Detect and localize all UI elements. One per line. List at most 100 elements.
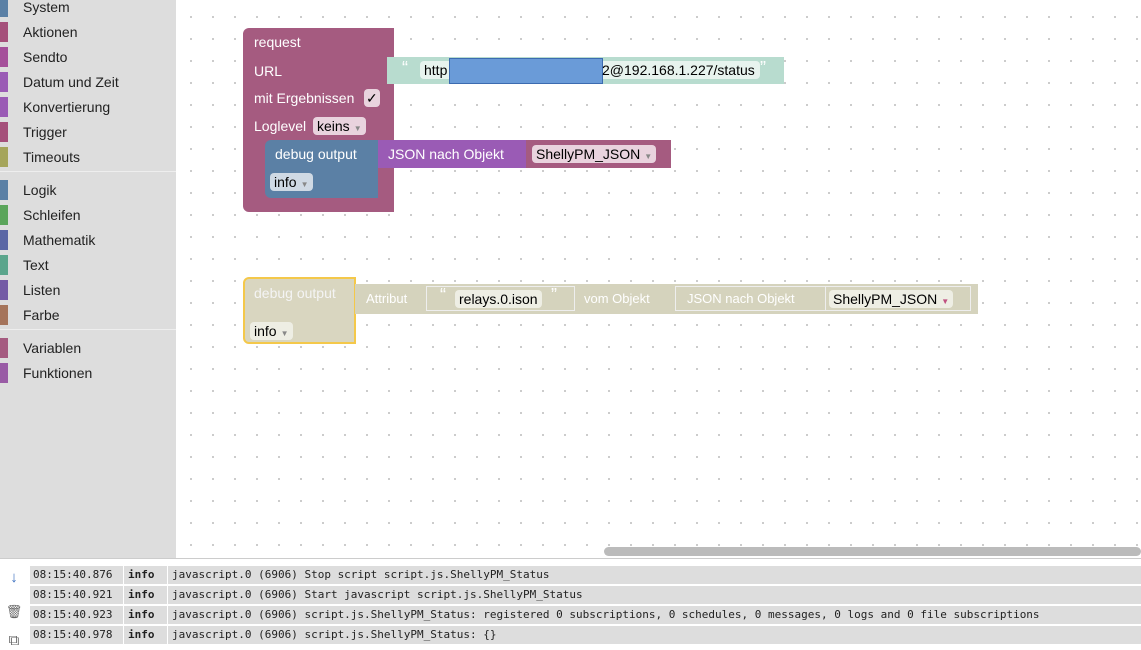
log-severity: info [128,568,155,581]
sidebar-category-text[interactable]: Text [0,253,176,277]
category-label: Farbe [23,307,60,323]
category-color-bar [0,305,8,325]
log-time: 08:15:40.921 [33,588,113,601]
quote-open-icon: “ [402,58,408,78]
attribute-text-block[interactable] [426,286,575,311]
url-text-block[interactable]: “ http 2@192.168.1.227/status ” [387,57,784,84]
with-results-checkbox[interactable]: ✓ [364,89,380,107]
category-label: Funktionen [23,365,93,381]
loglevel-value: keins [317,118,350,134]
loglevel-dropdown[interactable]: keins▼ [313,117,366,135]
sidebar-category-trigger[interactable]: Trigger [0,120,176,144]
category-label: Konvertierung [23,99,111,115]
debug-output-block[interactable]: debug output info▼ [265,140,378,198]
json-to-object-block[interactable] [675,286,971,311]
category-color-bar [0,363,8,383]
with-results-label: mit Ergebnissen [254,90,355,106]
dropdown-arrow-icon: ▼ [941,297,950,306]
variable-name: ShellyPM_JSON [536,146,641,162]
sidebar-category-mathematik[interactable]: Mathematik [0,228,176,252]
log-message: javascript.0 (6906) Stop script script.j… [172,568,550,581]
debug-level-dropdown[interactable]: info▼ [270,173,313,191]
sidebar-category-schleifen[interactable]: Schleifen [0,203,176,227]
request-title: request [254,34,301,50]
request-block[interactable]: request URL mit Ergebnissen ✓ Loglevel k… [243,28,394,212]
sidebar-category-variablen[interactable]: Variablen [0,336,176,360]
category-color-bar [0,47,8,67]
variable-dropdown[interactable]: ShellyPM_JSON▼ [829,290,954,308]
sidebar-category-konvertierung[interactable]: Konvertierung [0,95,176,119]
variable-block[interactable] [825,286,971,311]
category-label: System [23,0,70,15]
object-label: vom Objekt [584,291,650,306]
loglevel-label: Loglevel [254,118,307,134]
log-message: javascript.0 (6906) script.js.ShellyPM_S… [172,628,497,641]
copy-log-icon[interactable]: ⧉ [8,632,20,649]
category-color-bar [0,122,8,142]
category-color-bar [0,72,8,92]
sidebar-category-aktionen[interactable]: Aktionen [0,20,176,44]
category-color-bar [0,205,8,225]
sidebar-category-farbe[interactable]: Farbe [0,303,176,327]
debug-level-value: info [274,174,297,190]
category-label: Trigger [23,124,67,140]
json-to-object-label: JSON nach Objekt [388,146,504,162]
dropdown-arrow-icon: ▼ [280,329,289,338]
category-color-bar [0,338,8,358]
quote-close-icon: ” [551,285,557,305]
get-attribute-block[interactable]: Attribut “ relays.0.ison ” vom Objekt JS… [355,284,978,314]
url-suffix: 2@192.168.1.227/status [602,62,755,78]
log-message: javascript.0 (6906) Start javascript scr… [172,588,583,601]
sidebar-category-system[interactable]: System [0,0,176,19]
debug-output-label: debug output [254,285,336,301]
category-label: Listen [23,282,61,298]
json-to-object-block[interactable]: JSON nach Objekt [378,140,526,168]
category-label: Datum und Zeit [23,74,119,90]
clear-log-icon[interactable]: 🗑 [5,604,23,619]
log-time: 08:15:40.923 [33,608,113,621]
category-separator [0,329,176,330]
variable-block[interactable]: ShellyPM_JSON▼ [526,140,671,168]
disabled-debug-output-block[interactable]: debug output info▼ [243,277,356,344]
category-label: Sendto [23,49,68,65]
category-label: Timeouts [23,149,81,165]
category-color-bar [0,180,8,200]
log-row: 08:15:40.978 info javascript.0 (6906) scri… [30,626,1141,644]
dropdown-arrow-icon: ▼ [644,152,653,161]
log-time: 08:15:40.978 [33,628,113,641]
quote-open-icon: “ [440,285,446,305]
log-row: 08:15:40.923 info javascript.0 (6906) scri… [30,606,1141,624]
category-color-bar [0,0,8,17]
sidebar-category-timeouts[interactable]: Timeouts [0,145,176,169]
log-severity: info [128,608,155,621]
sidebar-category-logik[interactable]: Logik [0,178,176,202]
category-color-bar [0,230,8,250]
sidebar-category-listen[interactable]: Listen [0,278,176,302]
redacted-overlay [449,58,603,84]
category-label: Logik [23,182,57,198]
category-color-bar [0,97,8,117]
debug-level-dropdown[interactable]: info▼ [250,322,293,340]
json-to-object-label: JSON nach Objekt [687,291,795,306]
debug-output-label: debug output [275,146,357,162]
category-label: Aktionen [23,24,78,40]
scroll-down-icon[interactable]: ↓ [10,569,18,586]
category-color-bar [0,255,8,275]
variable-dropdown[interactable]: ShellyPM_JSON▼ [532,145,657,163]
sidebar-category-datum-und-zeit[interactable]: Datum und Zeit [0,70,176,94]
log-message: javascript.0 (6906) script.js.ShellyPM_S… [172,608,1040,621]
attribute-label: Attribut [366,291,408,306]
category-label: Schleifen [23,207,81,223]
category-color-bar [0,22,8,42]
sidebar-category-sendto[interactable]: Sendto [0,45,176,69]
category-label: Variablen [23,340,82,356]
category-separator [0,171,176,172]
log-severity: info [128,628,155,641]
workspace-horizontal-scrollbar[interactable] [604,547,1141,556]
log-severity: info [128,588,155,601]
sidebar-category-funktionen[interactable]: Funktionen [0,361,176,385]
attribute-input[interactable]: relays.0.ison [455,290,542,308]
